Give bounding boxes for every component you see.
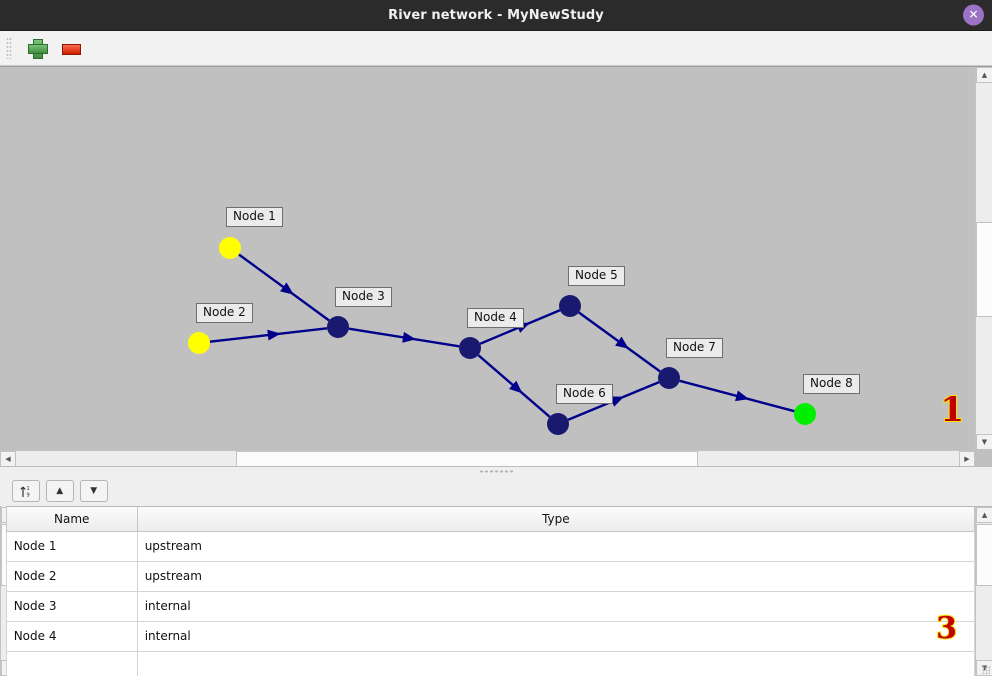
window-title: River network - MyNewStudy — [388, 7, 604, 23]
graph-horizontal-scrollbar[interactable]: ◀ ▶ — [0, 450, 975, 466]
table-cell[interactable]: Node 1 — [5, 530, 138, 562]
column-header-name[interactable]: Name — [5, 507, 138, 532]
graph-vscroll-thumb[interactable] — [976, 222, 992, 317]
graph-edge-arrow-icon — [735, 390, 750, 402]
table-cell[interactable]: internal — [136, 590, 976, 622]
table-cell-empty[interactable] — [5, 650, 138, 676]
nodes-toolbar: 1 9 ▲ ▼ — [5, 475, 992, 506]
network-graph-pane[interactable]: Node 1 Node 2 Node 3 Node 4 Node 5 Node 6 Node… — [0, 66, 992, 466]
close-icon[interactable]: ✕ — [963, 4, 984, 26]
table-row-empty[interactable] — [5, 650, 976, 676]
nodes-move-up-button[interactable]: ▲ — [45, 479, 74, 502]
nodes-move-down-button[interactable]: ▼ — [79, 479, 108, 502]
add-node-icon[interactable] — [26, 37, 48, 59]
graph-node-label-node-5[interactable]: Node 5 — [568, 266, 625, 286]
graph-scroll-down-icon[interactable]: ▼ — [976, 434, 992, 450]
toolbar-drag-handle[interactable] — [6, 37, 12, 59]
table-cell[interactable]: upstream — [136, 560, 976, 592]
graph-node-node-7[interactable] — [658, 367, 680, 389]
table-cell[interactable]: Node 2 — [5, 560, 138, 592]
graph-node-label-node-3[interactable]: Node 3 — [335, 287, 392, 307]
annotation-number-1: 1 — [939, 389, 965, 431]
graph-edge-arrow-icon — [615, 336, 629, 349]
graph-node-node-2[interactable] — [188, 332, 210, 354]
graph-node-node-5[interactable] — [559, 295, 581, 317]
graph-node-label-node-4[interactable]: Node 4 — [467, 308, 524, 328]
graph-scroll-up-icon[interactable]: ▲ — [976, 67, 992, 83]
graph-node-label-node-2[interactable]: Node 2 — [196, 303, 253, 323]
table-cell[interactable]: internal — [136, 620, 976, 652]
main-toolbar — [0, 31, 992, 66]
nodes-vscroll-thumb[interactable] — [976, 524, 992, 586]
column-header-type[interactable]: Type — [136, 507, 976, 532]
nodes-scroll-up-icon[interactable]: ▲ — [976, 507, 992, 523]
graph-scroll-right-icon[interactable]: ▶ — [959, 451, 975, 466]
graph-node-node-6[interactable] — [547, 413, 569, 435]
horizontal-splitter[interactable] — [0, 466, 992, 475]
window-resize-grip-icon[interactable] — [982, 666, 990, 674]
nodes-vertical-scrollbar[interactable]: ▲ ▼ — [975, 507, 992, 676]
graph-node-node-8[interactable] — [794, 403, 816, 425]
graph-node-node-4[interactable] — [459, 337, 481, 359]
graph-scroll-left-icon[interactable]: ◀ — [0, 451, 16, 466]
graph-node-label-node-7[interactable]: Node 7 — [666, 338, 723, 358]
graph-node-node-1[interactable] — [219, 237, 241, 259]
table-cell[interactable]: upstream — [136, 530, 976, 562]
sort-icon: 1 9 — [20, 486, 29, 498]
splitter-grip-icon — [479, 469, 513, 473]
title-bar: River network - MyNewStudy ✕ — [0, 0, 992, 31]
remove-node-icon[interactable] — [60, 37, 81, 59]
graph-edge-arrow-icon — [280, 282, 294, 295]
graph-vertical-scrollbar[interactable]: ▲ ▼ — [975, 67, 992, 450]
table-cell[interactable]: Node 4 — [5, 620, 138, 652]
nodes-sort-button[interactable]: 1 9 — [11, 479, 40, 502]
svg-text:1: 1 — [26, 486, 29, 492]
graph-edge-arrow-icon — [402, 331, 416, 343]
graph-node-label-node-8[interactable]: Node 8 — [803, 374, 860, 394]
graph-node-label-node-1[interactable]: Node 1 — [226, 207, 283, 227]
graph-edge-arrow-icon — [267, 329, 281, 341]
graph-node-label-node-6[interactable]: Node 6 — [556, 384, 613, 404]
graph-edge-arrow-icon — [509, 380, 523, 394]
tables-area: 1 9 ▲ ▼ NameNode1Node2 Node 1 -> Node 3N… — [0, 475, 992, 676]
network-graph-canvas[interactable] — [0, 67, 992, 466]
table-cell-empty[interactable] — [136, 650, 976, 676]
svg-text:9: 9 — [26, 492, 29, 498]
table-cell[interactable]: Node 3 — [5, 590, 138, 622]
graph-node-node-3[interactable] — [327, 316, 349, 338]
graph-edge-arrow-icon — [609, 396, 625, 407]
graph-hscroll-thumb[interactable] — [236, 451, 698, 466]
